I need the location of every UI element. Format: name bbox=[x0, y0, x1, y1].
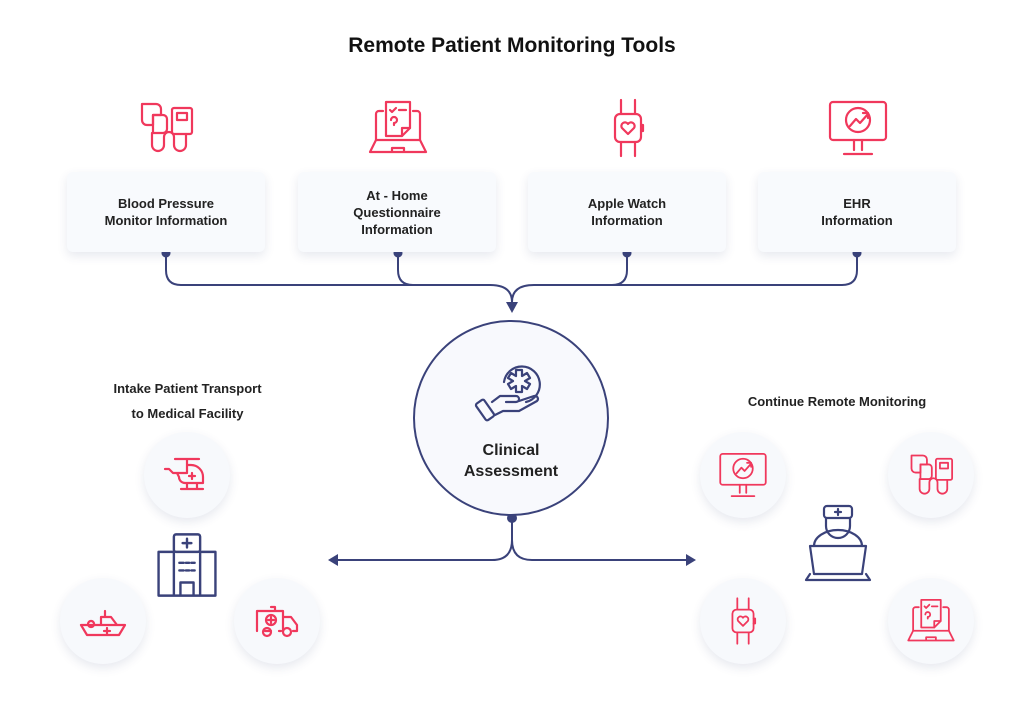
blood-pressure-monitor-icon bbox=[140, 102, 194, 153]
connector-3 bbox=[611, 253, 628, 286]
left-branch-line-1: Intake Patient Transport bbox=[113, 381, 262, 396]
tool-label: Information bbox=[361, 221, 433, 237]
helicopter-icon bbox=[163, 457, 205, 491]
arrow-down bbox=[506, 302, 518, 313]
arrow-right bbox=[686, 554, 696, 566]
ehr-node bbox=[700, 432, 786, 518]
tool-label: Apple Watch bbox=[587, 196, 667, 211]
left-branch-label: Intake Patient Transport to Medical Faci… bbox=[80, 376, 295, 426]
blood-pressure-monitor-icon bbox=[910, 454, 954, 495]
monitor-chart-icon bbox=[828, 100, 888, 156]
page-title: Remote Patient Monitoring Tools bbox=[348, 34, 676, 57]
monitor-chart-icon bbox=[719, 452, 767, 498]
blood-pressure-node bbox=[888, 432, 974, 518]
laptop-questionnaire-icon bbox=[907, 598, 955, 642]
tool-label: Blood Pressure bbox=[117, 196, 215, 211]
arrow-left bbox=[328, 554, 338, 566]
center-line-2: Assessment bbox=[463, 463, 559, 480]
ambulance-node bbox=[234, 578, 320, 664]
boat-node bbox=[60, 578, 146, 664]
hand-medical-icon bbox=[474, 365, 541, 422]
connector-left bbox=[336, 518, 513, 561]
tool-label: EHR bbox=[843, 196, 871, 211]
connector-4 bbox=[511, 253, 858, 303]
ambulance-icon bbox=[255, 605, 299, 638]
doctor-laptop-icon bbox=[804, 504, 872, 582]
smartwatch-icon bbox=[731, 597, 757, 645]
connector-right bbox=[511, 539, 688, 561]
left-branch-line-2: to Medical Facility bbox=[131, 406, 244, 421]
tool-label: At - Home bbox=[366, 187, 428, 203]
smartwatch-icon bbox=[613, 98, 645, 158]
watch-node bbox=[700, 578, 786, 664]
tool-label: Information bbox=[821, 213, 893, 228]
tool-label: Information bbox=[591, 213, 663, 228]
tool-card-ehr: EHR Information bbox=[758, 172, 956, 252]
questionnaire-node bbox=[888, 578, 974, 664]
tool-label: Monitor Information bbox=[104, 213, 228, 228]
center-line-1: Clinical bbox=[482, 442, 540, 459]
hospital-icon bbox=[157, 533, 217, 597]
boat-icon bbox=[79, 609, 127, 637]
laptop-questionnaire-icon bbox=[368, 100, 428, 154]
helicopter-node bbox=[144, 432, 230, 518]
right-branch-label: Continue Remote Monitoring bbox=[747, 394, 927, 409]
connector-2 bbox=[397, 253, 414, 286]
clinical-assessment-label: Clinical Assessment bbox=[413, 440, 609, 482]
connector-1 bbox=[165, 253, 513, 303]
clinical-assessment-node bbox=[413, 320, 609, 516]
tool-label: Questionnaire bbox=[353, 204, 441, 220]
